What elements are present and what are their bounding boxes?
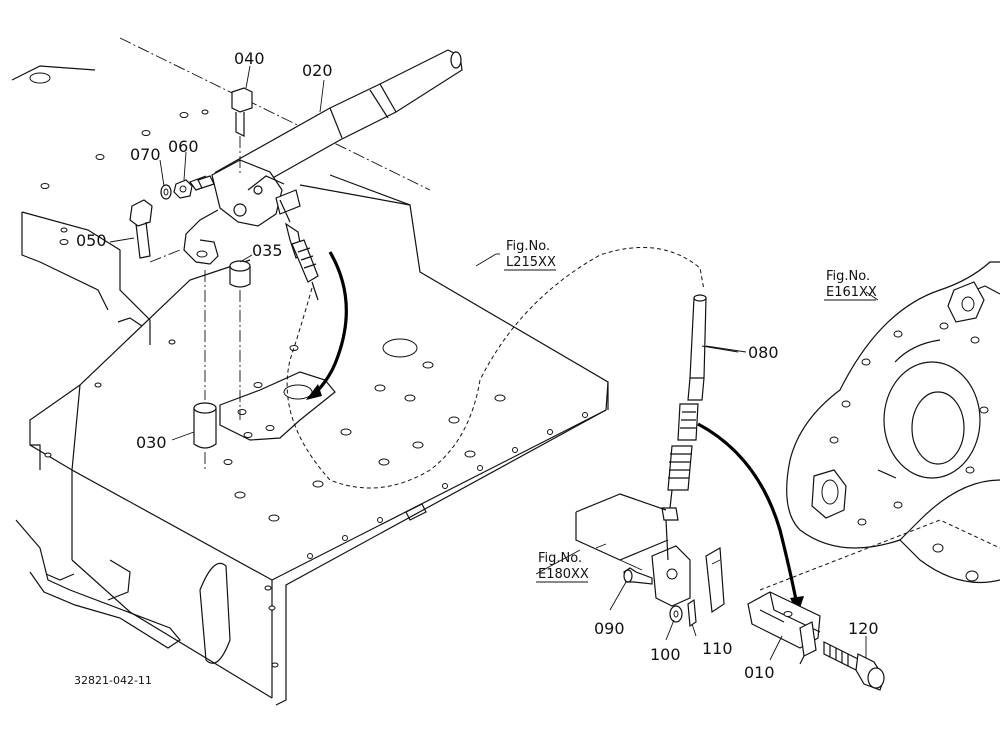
part-label-080: 080	[748, 343, 779, 362]
collar-030	[193, 270, 217, 470]
part-label-110: 110	[702, 639, 733, 658]
fig-ref-prefix-3: Fig.No.	[538, 551, 582, 566]
leader-lines	[109, 65, 867, 661]
brake-lever-020	[183, 49, 463, 301]
part-label-050: 050	[76, 231, 107, 250]
part-labels: 020 040 060 070 050 035 030 080 090 100 …	[76, 49, 879, 682]
floor-plate	[15, 174, 609, 706]
part-label-060: 060	[168, 137, 199, 156]
part-label-070: 070	[130, 145, 161, 164]
part-label-120: 120	[848, 619, 879, 638]
part-label-040: 040	[234, 49, 265, 68]
washer-070	[160, 184, 172, 200]
spring-pin-110	[687, 598, 697, 628]
part-label-010: 010	[744, 663, 775, 682]
transmission-housing	[759, 261, 1000, 591]
part-label-035: 035	[252, 241, 283, 260]
assembly-arrow-left	[306, 251, 348, 400]
fig-ref-code-3: E180XX	[538, 567, 589, 582]
fig-ref-code-1: L215XX	[506, 255, 556, 270]
bolt-040	[231, 87, 253, 175]
bolt-120	[823, 641, 885, 691]
lever-mount-bracket	[219, 371, 336, 441]
part-label-020: 020	[302, 61, 333, 80]
bracket-010	[747, 591, 821, 665]
cable-route-dashed	[286, 246, 705, 489]
collar-035	[229, 260, 251, 420]
brake-shaft-linkage	[575, 493, 725, 614]
part-label-030: 030	[136, 433, 167, 452]
part-label-090: 090	[594, 619, 625, 638]
nut-060	[173, 179, 193, 199]
brake-cable-080	[661, 294, 739, 521]
part-label-100: 100	[650, 645, 681, 664]
bolt-050	[129, 199, 181, 263]
figure-references: Fig.No. L215XX Fig.No. E161XX Fig.No. E1…	[504, 239, 877, 583]
washer-100	[669, 605, 683, 623]
pin-090	[623, 567, 653, 585]
chassis-rear-panel	[11, 37, 431, 345]
fig-ref-prefix-1: Fig.No.	[506, 239, 550, 254]
drawing-code: 32821-042-11	[74, 674, 152, 687]
fig-ref-code-2: E161XX	[826, 285, 877, 300]
fig-ref-prefix-2: Fig.No.	[826, 269, 870, 284]
